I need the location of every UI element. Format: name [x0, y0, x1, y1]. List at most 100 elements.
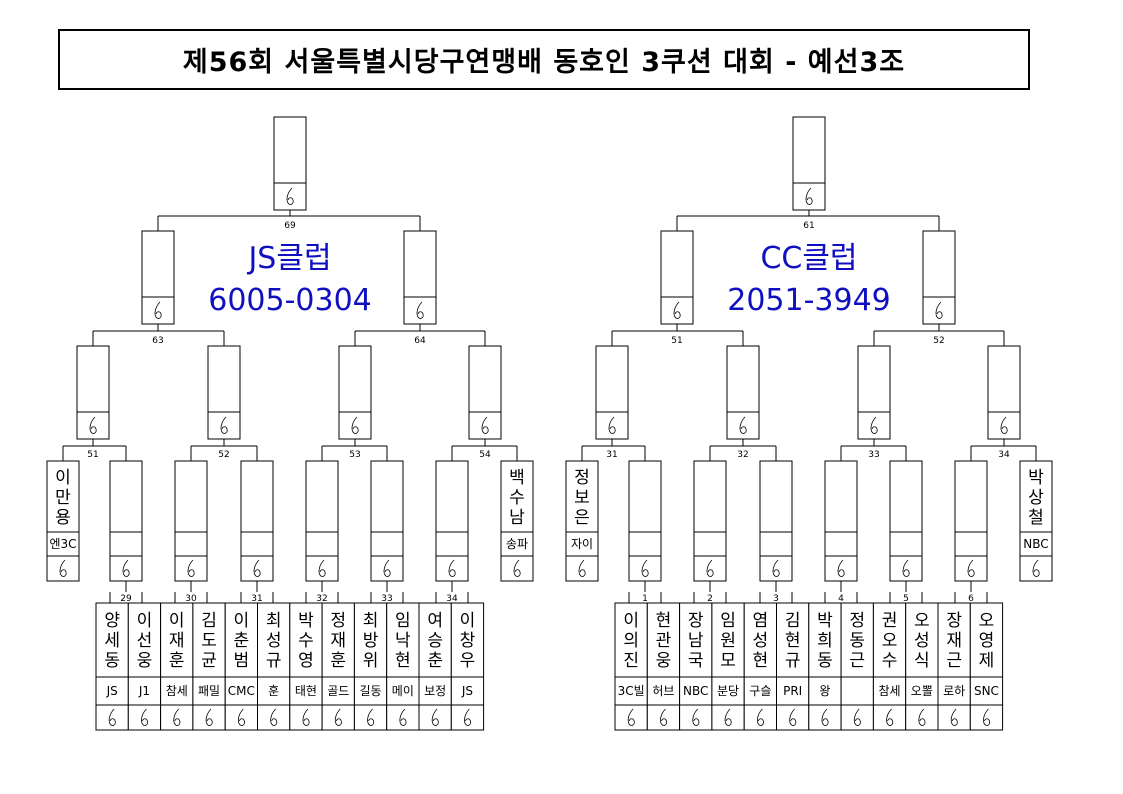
match-number: 69	[284, 221, 296, 231]
handwritten-6-swirl-icon	[448, 559, 456, 577]
match-number: 52	[218, 450, 229, 460]
match-number: 2	[707, 594, 713, 604]
bye-player-box	[565, 460, 599, 582]
player-club: 보정	[424, 684, 446, 698]
player-club: 패밀	[198, 684, 220, 698]
player-box	[127, 602, 162, 731]
player-box	[418, 602, 452, 731]
bye-player-box	[46, 460, 80, 582]
player-box	[679, 602, 713, 731]
match-box	[759, 460, 793, 582]
player-club: 로하	[943, 684, 965, 698]
handwritten-6-swirl-icon	[173, 708, 181, 726]
match-box	[305, 460, 339, 582]
bye-player-box	[1019, 460, 1053, 582]
handwritten-6-swirl-icon	[870, 416, 878, 434]
player-box	[353, 602, 388, 731]
handwritten-6-swirl-icon	[367, 708, 375, 726]
handwritten-6-swirl-icon	[608, 416, 616, 434]
page-title: 제56회 서울특별시당구연맹배 동호인 3쿠션 대회 - 예선3조	[58, 29, 1030, 90]
bye-player-box	[500, 460, 534, 582]
player-box	[808, 602, 842, 731]
handwritten-6-swirl-icon	[918, 708, 926, 726]
handwritten-6-swirl-icon	[154, 301, 162, 319]
player-club: 구슬	[749, 684, 771, 698]
handwritten-6-swirl-icon	[141, 708, 149, 726]
handwritten-6-swirl-icon	[739, 416, 747, 434]
player-club: JS	[461, 684, 473, 698]
player-box	[160, 602, 194, 731]
player-club: 참세	[879, 684, 901, 698]
player-box	[450, 602, 485, 731]
match-number: 5	[903, 594, 909, 604]
semi-box	[141, 230, 175, 325]
player-box	[646, 602, 681, 731]
player-box	[614, 602, 648, 731]
player-box	[840, 602, 874, 731]
player-box	[743, 602, 778, 731]
handwritten-6-swirl-icon	[334, 708, 342, 726]
player-box	[905, 602, 939, 731]
match-number: 33	[381, 594, 392, 604]
match-number: 52	[933, 336, 944, 346]
handwritten-6-swirl-icon	[286, 187, 294, 205]
match-box	[693, 460, 727, 582]
semi-box	[922, 230, 956, 325]
club-phone: 2051-3949	[727, 283, 891, 318]
handwritten-6-swirl-icon	[772, 559, 780, 577]
match-number: 6	[968, 594, 974, 604]
handwritten-6-swirl-icon	[692, 708, 700, 726]
handwritten-6-swirl-icon	[1000, 416, 1008, 434]
handwritten-6-swirl-icon	[513, 559, 521, 577]
player-club: 길동	[360, 684, 382, 698]
match-number: 53	[349, 450, 360, 460]
player-club: NBC	[683, 684, 708, 698]
player-club: 오뽈	[911, 684, 933, 698]
match-box	[889, 460, 923, 582]
final-box	[792, 116, 826, 211]
handwritten-6-swirl-icon	[351, 416, 359, 434]
player-box	[257, 602, 291, 731]
handwritten-6-swirl-icon	[399, 708, 407, 726]
quarter-box	[338, 345, 372, 440]
handwritten-6-swirl-icon	[220, 416, 228, 434]
player-club: SNC	[974, 684, 999, 698]
handwritten-6-swirl-icon	[967, 559, 975, 577]
player-box	[711, 602, 745, 731]
handwritten-6-swirl-icon	[757, 708, 764, 726]
player-club: 3C빌	[618, 684, 645, 698]
match-number: 34	[446, 594, 458, 604]
quarter-box	[76, 345, 110, 440]
player-box	[386, 602, 420, 731]
quarter-box	[857, 345, 891, 440]
match-number: 54	[479, 450, 491, 460]
semi-box	[403, 230, 437, 325]
club-name: JS클럽	[246, 241, 331, 276]
player-box	[224, 602, 258, 731]
handwritten-6-swirl-icon	[464, 708, 472, 726]
handwritten-6-swirl-icon	[270, 708, 278, 726]
match-number: 64	[414, 336, 426, 346]
player-club: 태현	[295, 684, 317, 698]
match-number: 1	[642, 594, 648, 604]
quarter-box	[726, 345, 760, 440]
handwritten-6-swirl-icon	[983, 708, 991, 726]
player-club: 자이	[571, 537, 593, 551]
handwritten-6-swirl-icon	[724, 708, 732, 726]
handwritten-6-swirl-icon	[660, 708, 668, 726]
